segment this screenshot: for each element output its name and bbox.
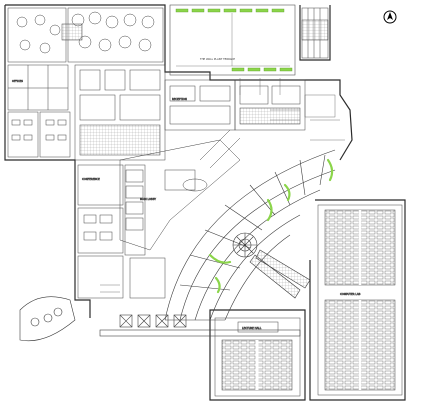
reception-label: RECEPTION [172,97,187,101]
computer-lab: COMPUTER LAB [317,204,403,396]
round-table-cluster [7,7,164,63]
terrace-label: THE WALL PLANT TERRACE [200,57,235,61]
lobby: MAIN LOBBY [119,129,241,251]
plant-terrace: THE WALL PLANT TERRACE [169,4,296,76]
stair-core-top-right [301,7,329,59]
north-arrow-icon [383,10,397,24]
lecture-hall-label: LECTURE HALL [242,326,262,330]
computer-lab-label: COMPUTER LAB [340,292,361,296]
interior-partitions [100,78,345,293]
lecture-hall: LECTURE HALL [214,317,301,397]
lower-left-rooms: CONFERENCE [77,164,166,299]
offices-label: OFFICES [12,79,23,83]
conference-label: CONFERENCE [82,177,100,181]
curved-wing [19,149,336,342]
left-office-wing: OFFICES [7,64,71,158]
green-planters [208,158,334,294]
lobby-label: MAIN LOBBY [140,197,156,201]
